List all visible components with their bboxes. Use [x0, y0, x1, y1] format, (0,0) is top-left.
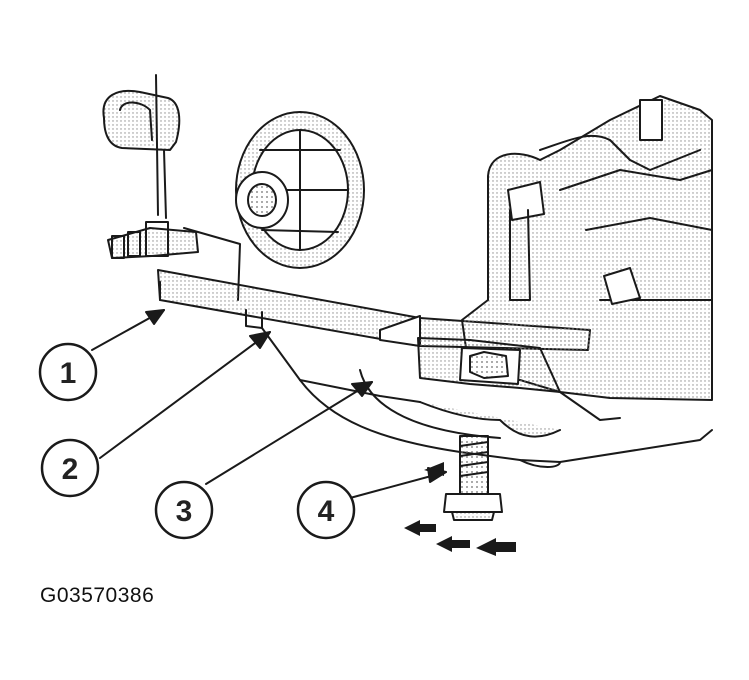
pulley	[235, 111, 365, 269]
callout-1: 1	[38, 342, 98, 402]
motor-mount	[379, 209, 621, 421]
callout-4: 4	[296, 480, 356, 540]
direction-arrows	[404, 462, 516, 556]
mount-bolt	[443, 435, 503, 521]
callout-2: 2	[40, 438, 100, 498]
callout-4-label: 4	[318, 495, 335, 528]
callout-3: 3	[154, 480, 214, 540]
callout-3-label: 3	[176, 495, 193, 528]
callout-1-label: 1	[60, 357, 77, 390]
figure-id-label: G03570386	[40, 584, 155, 607]
callout-2-label: 2	[62, 453, 79, 486]
leader-lines	[91, 309, 447, 499]
connector-left	[107, 221, 241, 301]
upper-bracket	[102, 74, 181, 219]
